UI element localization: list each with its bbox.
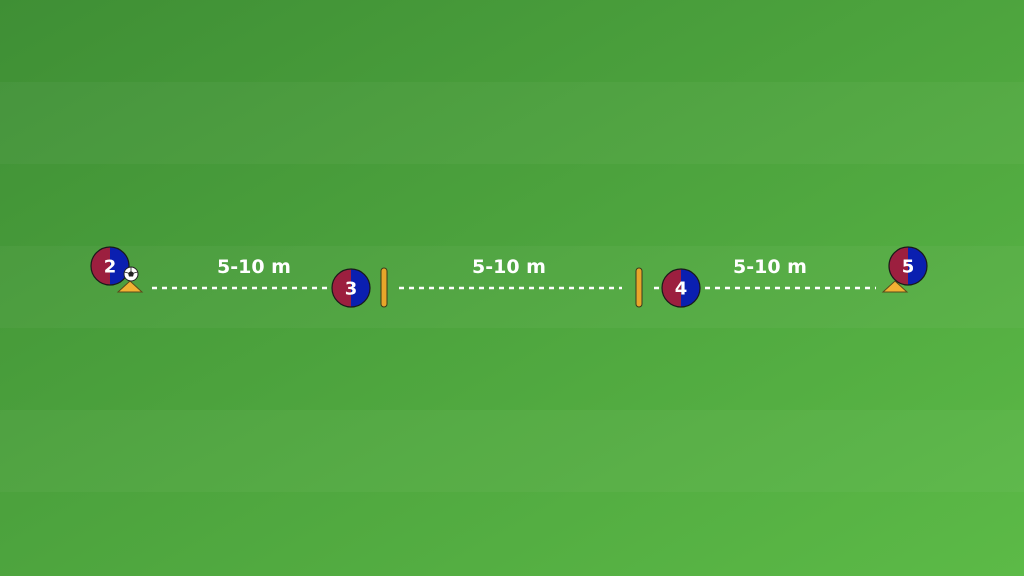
ball-icon[interactable] <box>123 266 139 282</box>
player-2[interactable]: 2 <box>90 246 130 286</box>
player-4[interactable]: 4 <box>661 268 701 308</box>
player-number: 5 <box>902 257 915 278</box>
player-3[interactable]: 3 <box>331 268 371 308</box>
player-number: 3 <box>345 279 358 300</box>
distance-label-1: 5-10 m <box>217 256 291 278</box>
cone-icon <box>881 280 909 293</box>
player-5[interactable]: 5 <box>888 246 928 286</box>
distance-label-2: 5-10 m <box>472 256 546 278</box>
pole-icon <box>380 267 388 308</box>
cone-icon <box>116 280 144 293</box>
distance-label-3: 5-10 m <box>733 256 807 278</box>
player-number: 2 <box>104 257 117 278</box>
pole-icon <box>635 267 643 308</box>
player-number: 4 <box>675 279 688 300</box>
